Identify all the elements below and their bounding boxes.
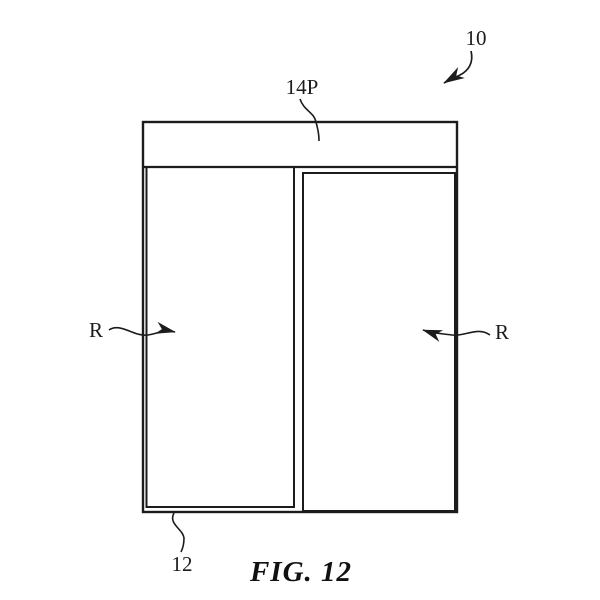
label-14p: 14P	[286, 75, 319, 99]
arrow-r-right	[422, 329, 491, 342]
label-r-right: R	[495, 320, 509, 344]
left-region-rect	[145, 166, 295, 508]
leader-line-14p	[299, 98, 320, 142]
arrow-10	[443, 50, 473, 84]
figure-caption: FIG. 12	[249, 556, 352, 588]
arrow-r-left	[108, 321, 176, 336]
right-region-rect	[302, 172, 456, 512]
label-r-left: R	[89, 318, 103, 342]
label-12: 12	[172, 552, 193, 576]
label-10: 10	[466, 26, 487, 50]
device-outline-rect	[141, 120, 459, 514]
leader-line-12	[171, 512, 185, 553]
